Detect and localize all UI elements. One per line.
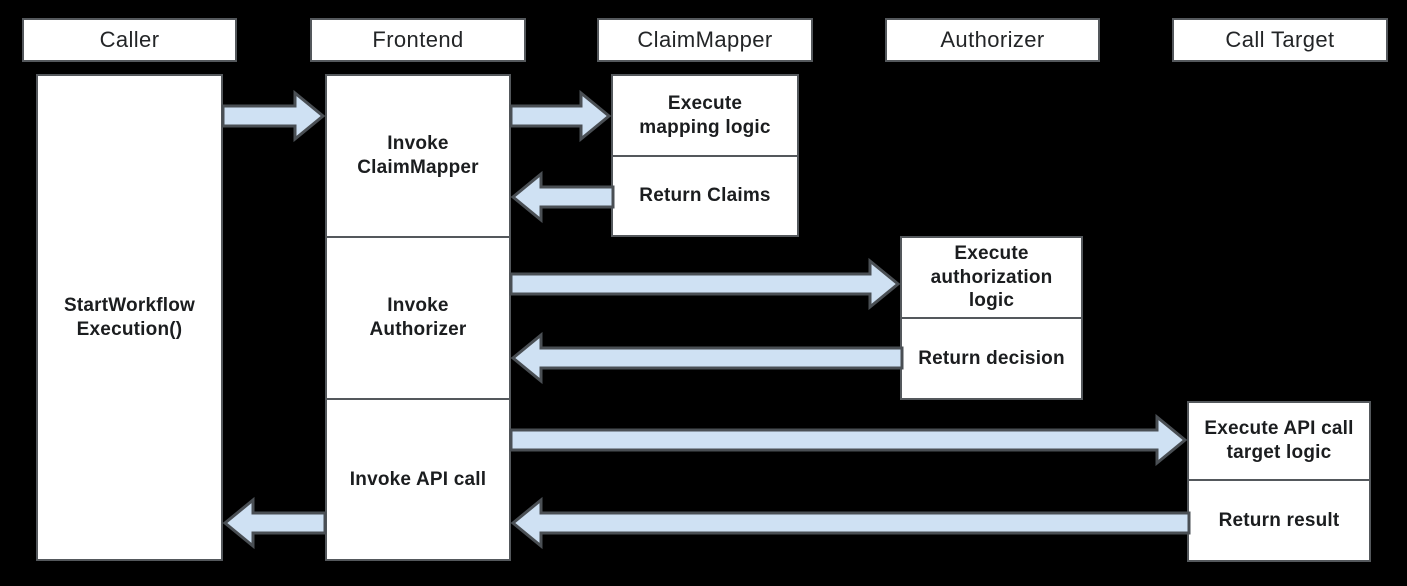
lane-header-authorizer: Authorizer [885, 18, 1100, 62]
lane-header-caller: Caller [22, 18, 237, 62]
box-execute-mapping-logic-label: Execute mapping logic [639, 92, 771, 138]
lane-header-call-target: Call Target [1172, 18, 1388, 62]
box-invoke-authorizer-label: Invoke Authorizer [369, 295, 467, 340]
box-invoke-claimmapper: Invoke ClaimMapper [327, 76, 509, 236]
claimmapper-activation-stack: Execute mapping logic Return Claims [611, 74, 799, 237]
box-execute-api-call-target-logic: Execute API call target logic [1189, 403, 1369, 479]
box-start-workflow-execution: StartWorkflow Execution() [36, 74, 223, 561]
box-return-result: Return result [1189, 479, 1369, 560]
arrow-caller-to-frontend [221, 89, 326, 143]
box-invoke-api-call: Invoke API call [327, 398, 509, 559]
arrow-frontend-to-call-target [509, 413, 1188, 467]
box-invoke-authorizer: Invoke Authorizer [327, 236, 509, 398]
box-execute-api-call-target-logic-label: Execute API call target logic [1204, 418, 1354, 463]
arrow-claimmapper-return-claims-to-frontend [510, 170, 615, 224]
arrow-frontend-to-authorizer [509, 257, 901, 311]
box-execute-mapping-logic: Execute mapping logic [613, 76, 797, 155]
arrow-frontend-to-caller [222, 496, 327, 550]
box-invoke-api-call-label: Invoke API call [349, 468, 487, 490]
box-return-decision-label: Return decision [918, 347, 1065, 369]
box-return-decision: Return decision [902, 317, 1081, 398]
box-execute-authorization-logic-label: Execute authorization logic [930, 242, 1053, 312]
box-invoke-claimmapper-label: Invoke ClaimMapper [357, 133, 479, 178]
lane-header-claimmapper: ClaimMapper [597, 18, 813, 62]
box-return-claims: Return Claims [613, 155, 797, 235]
arrow-frontend-to-claimmapper [509, 89, 612, 143]
frontend-activation-stack: Invoke ClaimMapper Invoke Authorizer Inv… [325, 74, 511, 561]
arrow-call-target-return-result-to-frontend [510, 496, 1191, 550]
authorizer-activation-stack: Execute authorization logic Return decis… [900, 236, 1083, 400]
call-target-activation-stack: Execute API call target logic Return res… [1187, 401, 1371, 562]
box-execute-authorization-logic: Execute authorization logic [902, 238, 1081, 317]
box-start-workflow-execution-label: StartWorkflow Execution() [63, 294, 196, 340]
box-return-claims-label: Return Claims [639, 185, 771, 207]
box-return-result-label: Return result [1218, 509, 1340, 531]
arrow-authorizer-return-decision-to-frontend [510, 331, 904, 385]
lane-header-frontend: Frontend [310, 18, 526, 62]
